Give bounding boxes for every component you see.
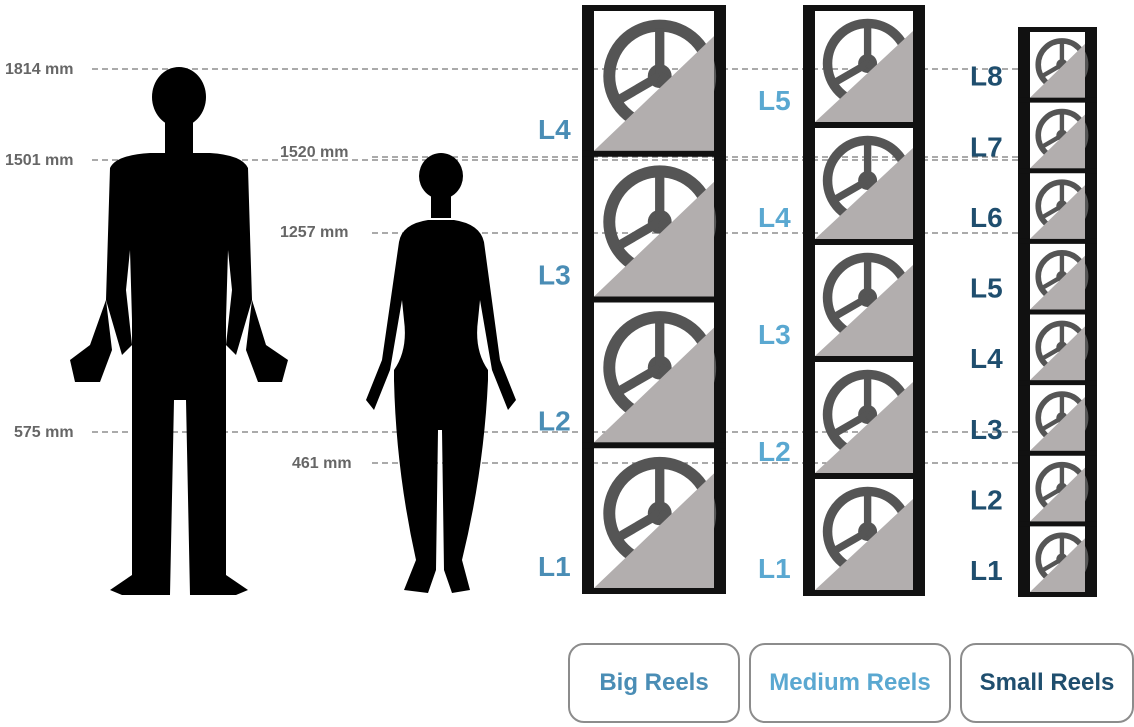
rack-shelf xyxy=(803,239,925,245)
rack-shelf xyxy=(582,5,726,11)
big-reels-button[interactable]: Big Reels xyxy=(568,643,740,723)
medium-reels-rack: L1 L2 L3 L4 L5 xyxy=(758,5,925,596)
level-label: L3 xyxy=(758,319,791,350)
rack-shelf xyxy=(582,151,726,157)
level-label: L8 xyxy=(970,61,1003,92)
level-label: L4 xyxy=(758,202,791,233)
level-label: L1 xyxy=(970,555,1003,586)
level-label: L2 xyxy=(758,436,791,467)
male-silhouette xyxy=(70,67,288,595)
small-reels-button[interactable]: Small Reels xyxy=(960,643,1134,723)
level-label: L1 xyxy=(758,553,791,584)
rack-shelf xyxy=(1018,310,1097,315)
rack-shelf xyxy=(1018,521,1097,526)
medium-reels-button[interactable]: Medium Reels xyxy=(749,643,951,723)
level-label: L3 xyxy=(538,260,571,291)
level-label: L4 xyxy=(970,343,1003,374)
height-label: 1520 mm xyxy=(280,144,349,161)
height-label: 1501 mm xyxy=(5,152,74,169)
level-label: L5 xyxy=(758,85,791,116)
rack-shelf xyxy=(1018,380,1097,385)
rack-shelf xyxy=(803,122,925,128)
rack-post-left xyxy=(803,5,815,590)
level-label: L1 xyxy=(538,551,571,582)
level-label: L6 xyxy=(970,202,1003,233)
big-reels-rack: L1 L2 L3 L4 xyxy=(538,5,726,594)
rack-shelf xyxy=(582,588,726,594)
small-reels-rack: L1 L2 L3 L4 L5 L6 L7 L8 xyxy=(970,27,1097,597)
rack-shelf xyxy=(803,5,925,11)
rack-shelf xyxy=(803,356,925,362)
rack-shelf xyxy=(1018,592,1097,597)
rack-shelf xyxy=(1018,168,1097,173)
level-label: L4 xyxy=(538,114,571,145)
female-silhouette xyxy=(366,153,516,593)
rack-shelf xyxy=(803,473,925,479)
rack-shelf xyxy=(1018,27,1097,32)
rack-shelf xyxy=(1018,98,1097,103)
big-reels-button-label: Big Reels xyxy=(599,669,708,697)
level-label: L2 xyxy=(970,484,1003,515)
rack-shelf xyxy=(1018,239,1097,244)
height-label: 461 mm xyxy=(292,455,352,472)
medium-reels-button-label: Medium Reels xyxy=(769,669,930,697)
level-label: L7 xyxy=(970,131,1003,162)
rack-shelf xyxy=(582,297,726,303)
level-label: L2 xyxy=(538,405,571,436)
height-label: 1257 mm xyxy=(280,224,349,241)
height-label: 1814 mm xyxy=(5,61,74,78)
height-label: 575 mm xyxy=(14,424,74,441)
small-reels-button-label: Small Reels xyxy=(980,669,1115,697)
level-label: L5 xyxy=(970,273,1003,304)
rack-shelf xyxy=(582,442,726,448)
rack-shelf xyxy=(803,590,925,596)
rack-post-right xyxy=(913,5,925,590)
rack-shelf xyxy=(1018,451,1097,456)
level-label: L3 xyxy=(970,414,1003,445)
